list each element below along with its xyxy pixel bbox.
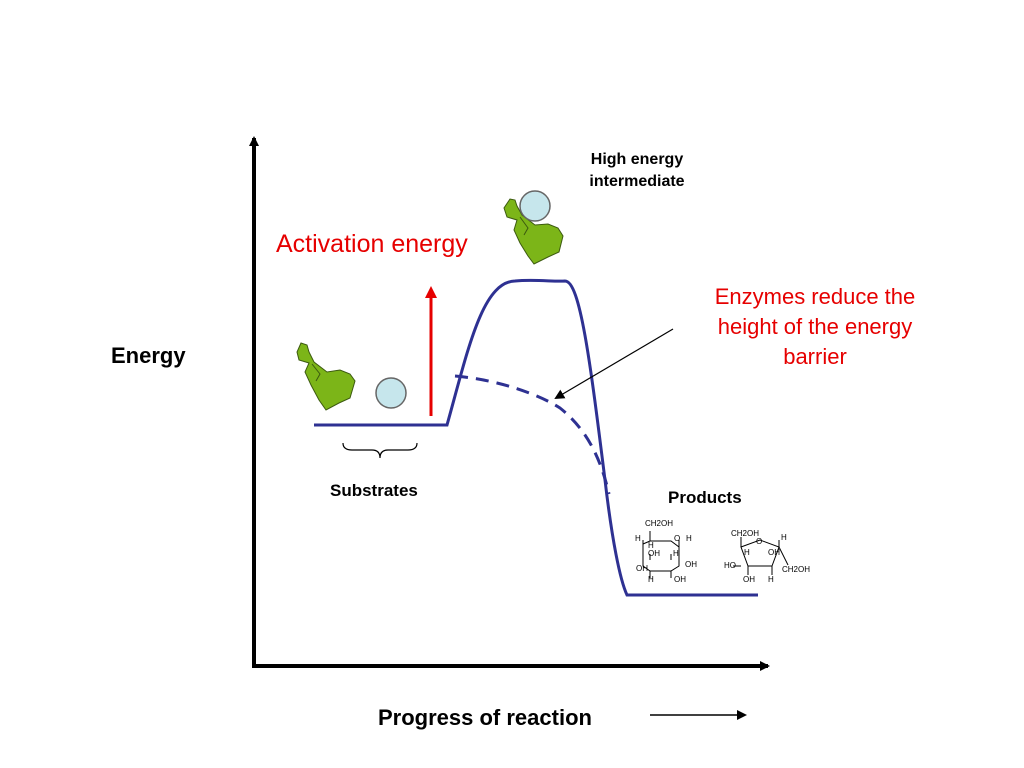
- glucose-atom: OH: [674, 575, 686, 584]
- glucose-atom: OH: [648, 549, 660, 558]
- substrates-label: Substrates: [330, 481, 418, 500]
- enzyme-icon: [296, 342, 356, 411]
- catalyzed-curve: [454, 374, 611, 495]
- x-axis-label: Progress of reaction: [378, 705, 592, 730]
- fructose-atom: H: [781, 533, 787, 542]
- glucose-atom: H: [673, 549, 679, 558]
- substrate-icon: [375, 377, 407, 409]
- glucose-atom: CH2OH: [645, 519, 673, 528]
- glucose-atom: H: [686, 534, 692, 543]
- high-energy-intermediate-label: High energy intermediate: [589, 151, 685, 190]
- activation-energy-label: Activation energy: [276, 230, 468, 258]
- fructose-atom: CH2OH: [731, 529, 759, 538]
- y-axis-label: Energy: [111, 343, 186, 368]
- fructose-atom: CH2OH: [782, 565, 810, 574]
- glucose-structure: CH2OH H H O OH H H OH OH H OH: [635, 519, 697, 584]
- glucose-atom: H: [635, 534, 641, 543]
- enzymes-note: Enzymes reduce the height of the energy …: [714, 284, 916, 369]
- glucose-atom: H: [648, 575, 654, 584]
- fructose-atom: H: [768, 575, 774, 584]
- substrates-brace: [342, 442, 418, 459]
- glucose-atom: H: [648, 541, 654, 550]
- glucose-atom: O: [674, 534, 680, 543]
- uncatalyzed-curve: [314, 278, 758, 597]
- fructose-structure: CH2OH O H H OH HO CH2OH OH H: [724, 529, 810, 584]
- glucose-atom: OH: [636, 564, 648, 573]
- fructose-atom: O: [756, 537, 762, 546]
- products-label: Products: [668, 488, 742, 507]
- substrate-icon: [519, 190, 551, 222]
- fructose-atom: OH: [768, 548, 780, 557]
- fructose-atom: H: [744, 548, 750, 557]
- enzyme-pointer-arrow: [554, 328, 674, 400]
- glucose-atom: OH: [685, 560, 697, 569]
- fructose-atom: OH: [743, 575, 755, 584]
- fructose-atom: HO: [724, 561, 736, 570]
